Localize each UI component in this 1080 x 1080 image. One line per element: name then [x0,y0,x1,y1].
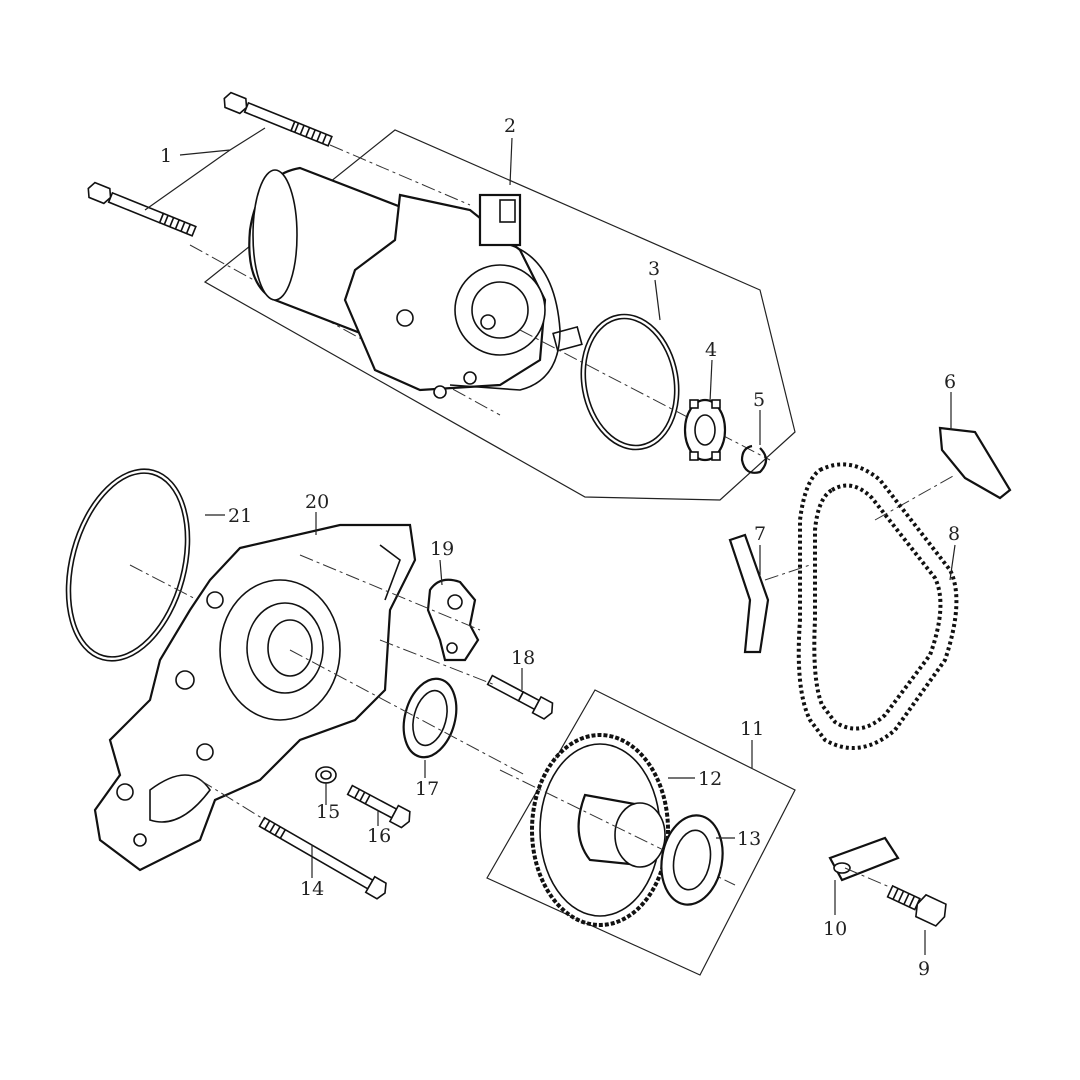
part-14-long-bolt [258,816,387,900]
part-12-sprocket [530,733,670,927]
part-7-chain-tensioner [728,533,770,654]
part-4-pinion-gear [683,398,727,462]
callout-leaders [144,127,956,955]
part-2-starter-motor [248,166,583,399]
callout-14: 14 [300,878,324,900]
part-1-mounting-bolts [87,91,501,416]
part-5-circlip [740,444,768,474]
callout-11: 11 [740,718,764,740]
part-20-engine-cover [93,523,417,872]
callout-4: 4 [705,339,717,361]
part-19-bracket [426,578,480,662]
callout-12: 12 [698,768,722,790]
callout-10: 10 [823,918,847,940]
callout-9: 9 [918,958,930,980]
part-15-washer [315,766,337,784]
callout-15: 15 [316,801,340,823]
part-18-bolt [486,674,554,720]
callout-18: 18 [511,647,535,669]
callout-8: 8 [948,523,960,545]
part-10-lock-plate [828,836,900,882]
starter-motor-group-outline [203,129,796,501]
callout-6: 6 [944,371,956,393]
part-9-bolt [886,884,947,927]
callout-3: 3 [648,258,660,280]
callout-20: 20 [305,491,329,513]
callout-7: 7 [754,523,766,545]
part-3-o-ring [580,313,680,451]
part-21-gasket-ring [65,468,191,662]
sprocket-group-outline [486,689,796,976]
callout-2: 2 [504,115,516,137]
part-16-bolt [346,784,411,829]
callout-16: 16 [367,825,391,847]
part-8-drive-chain [796,462,959,750]
callout-17: 17 [415,778,439,800]
part-3-o-ring-inner [584,317,676,447]
callout-19: 19 [430,538,454,560]
callout-1: 1 [160,145,172,167]
callout-21: 21 [228,505,252,527]
callout-13: 13 [737,828,761,850]
callout-5: 5 [753,389,765,411]
part-6-chain-guide [938,426,1012,500]
